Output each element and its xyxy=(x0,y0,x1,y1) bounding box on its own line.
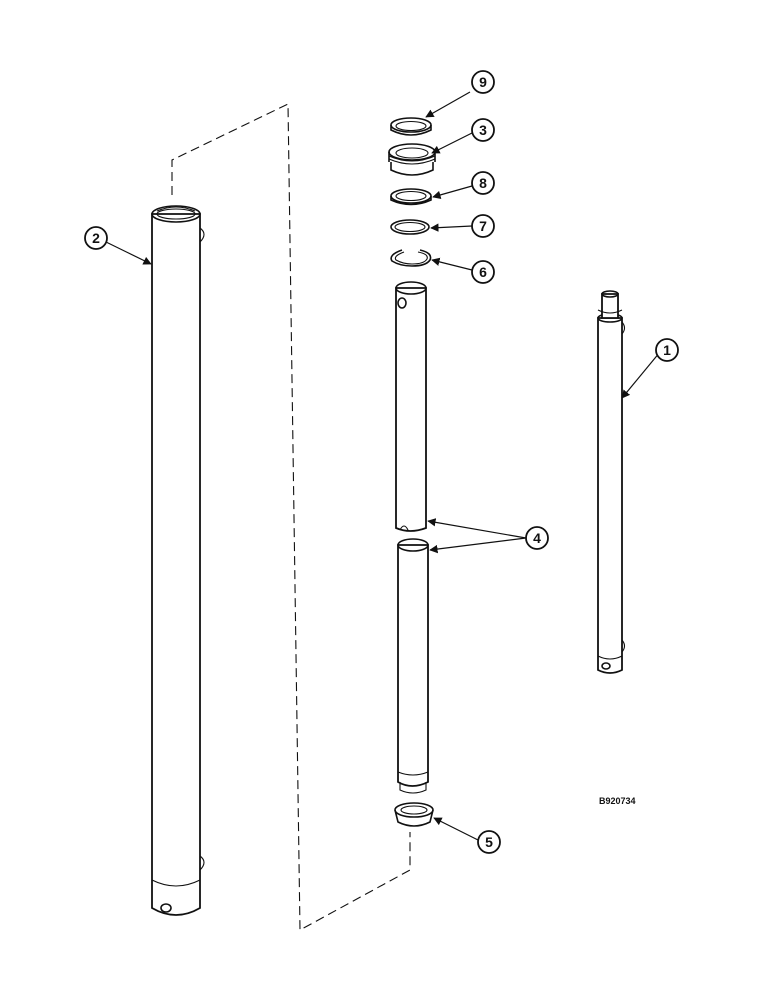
o-ring xyxy=(390,219,430,235)
svg-text:4: 4 xyxy=(533,530,541,546)
callout-5: 5 xyxy=(477,830,501,854)
gland-nut xyxy=(388,143,436,176)
svg-text:2: 2 xyxy=(92,230,100,246)
svg-text:9: 9 xyxy=(479,74,487,90)
callout-8: 8 xyxy=(471,171,495,195)
leader-lines xyxy=(103,91,661,841)
figure-id: B920734 xyxy=(599,796,636,806)
callout-7: 7 xyxy=(471,214,495,238)
svg-text:1: 1 xyxy=(663,342,671,358)
svg-text:5: 5 xyxy=(485,834,493,850)
piston-tube-upper xyxy=(395,281,427,532)
callout-6: 6 xyxy=(471,260,495,284)
callout-9: 9 xyxy=(471,70,495,94)
seal-ring xyxy=(390,188,432,206)
bushing xyxy=(394,802,434,827)
svg-text:6: 6 xyxy=(479,264,487,280)
svg-text:8: 8 xyxy=(479,175,487,191)
assembly-dashed-line xyxy=(171,103,411,931)
piston-tube-lower xyxy=(397,538,429,794)
svg-text:3: 3 xyxy=(479,122,487,138)
callout-2: 2 xyxy=(84,226,108,250)
snap-ring xyxy=(390,249,432,267)
callout-3: 3 xyxy=(471,118,495,142)
callout-1: 1 xyxy=(655,338,679,362)
piston-rod xyxy=(597,290,626,674)
cylinder-barrel xyxy=(151,205,205,916)
wiper-ring xyxy=(390,117,432,136)
callout-4: 4 xyxy=(525,526,549,550)
svg-text:7: 7 xyxy=(479,218,487,234)
